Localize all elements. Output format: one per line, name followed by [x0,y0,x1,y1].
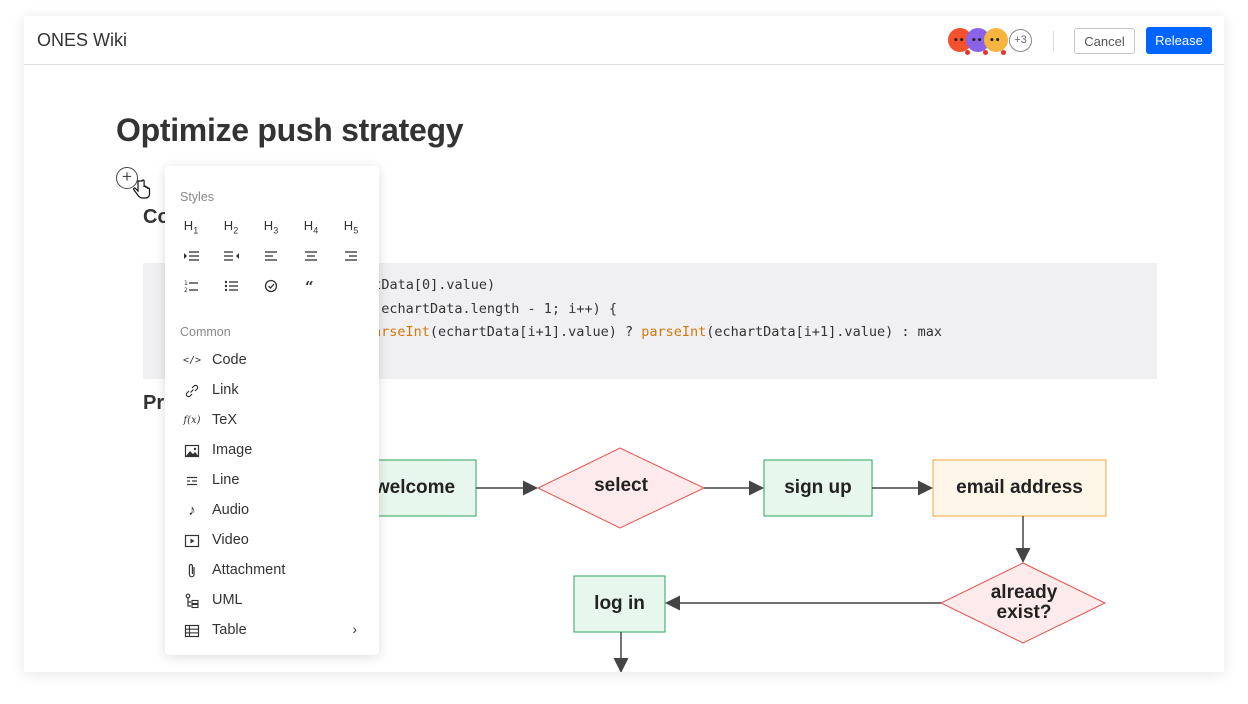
menu-item-label: Attachment [212,562,286,578]
flow-node-sign-up[interactable] [763,459,873,517]
menu-item-audio[interactable]: ♪ Audio [165,496,379,526]
link-icon [185,384,199,398]
avatar[interactable]: •• [984,28,1008,55]
flow-node-select[interactable] [536,447,706,529]
section-heading[interactable]: Pr [143,392,165,414]
collaborator-avatars[interactable]: •• •• •• +3 [946,28,1036,55]
indent-icon[interactable] [178,245,204,267]
menu-item-label: Image [212,442,253,458]
common-section-label: Common [180,325,231,339]
more-collaborators-badge[interactable]: +3 [1009,29,1032,52]
video-icon [184,534,200,548]
styles-section-label: Styles [180,190,215,204]
code-line: artData[0].value) [357,277,496,293]
flow-label: sign up [784,477,852,498]
audio-icon: ♪ [188,502,196,519]
heading-1-button[interactable]: H1 [183,218,199,236]
flow-label: email address [956,477,1083,498]
flow-node-log-in[interactable] [573,575,666,633]
avatar-face: •• [953,36,965,46]
app-title: ONES Wiki [37,30,127,50]
heading-2-button[interactable]: H2 [223,218,239,236]
tex-icon: f(x) [183,415,201,426]
code-icon: </> [183,355,202,366]
release-button[interactable]: Release [1146,27,1212,54]
menu-item-attachment[interactable]: Attachment [165,556,379,586]
outdent-icon[interactable] [218,245,244,267]
online-dot [965,50,970,55]
code-line: arseInt(echartData[i+1].value) ? parseIn… [373,324,942,340]
menu-item-label: Link [212,382,239,398]
heading-5-button[interactable]: H5 [343,218,359,236]
hand-cursor-icon [133,179,151,199]
flow-label: welcome [374,477,456,498]
ordered-list-icon[interactable]: 12 [178,275,204,297]
flow-node-email-address[interactable] [932,459,1107,517]
flowchart-diagram [353,447,1107,672]
flow-label: select [594,475,648,496]
menu-item-label: Table [212,622,247,638]
align-right-icon[interactable] [338,245,364,267]
task-list-icon[interactable] [258,275,284,297]
flow-node-already-exist[interactable] [939,562,1107,644]
app-window: ONES Wiki •• •• •• +3 Cancel Release Opt… [24,16,1224,672]
add-block-button[interactable]: + [116,167,138,189]
chevron-right-icon: › [352,621,357,637]
online-dot [983,50,988,55]
flow-label: already exist? [990,582,1058,623]
menu-item-label: UML [212,592,243,608]
attachment-icon [188,563,195,578]
menu-item-line[interactable]: Line [165,466,379,496]
avatar-face: •• [971,36,983,46]
menu-item-code[interactable]: </> Code [165,346,379,376]
svg-text:“: “ [305,278,314,296]
avatar-face: •• [989,36,1001,46]
online-dot [1001,50,1006,55]
menu-item-label: Code [212,352,247,368]
menu-item-link[interactable]: Link [165,376,379,406]
section-heading[interactable]: Co [143,206,170,228]
top-bar: ONES Wiki •• •• •• +3 Cancel Release [24,16,1224,65]
cancel-button[interactable]: Cancel [1074,28,1135,54]
uml-icon [185,593,199,609]
menu-item-label: Audio [212,502,250,518]
bullet-list-icon[interactable] [218,275,244,297]
image-icon [184,444,200,458]
page-title[interactable]: Optimize push strategy [116,112,464,148]
flow-label: log in [594,593,645,614]
table-icon [184,624,200,638]
align-center-icon[interactable] [298,245,324,267]
menu-item-uml[interactable]: UML [165,586,379,616]
heading-4-button[interactable]: H4 [303,218,319,236]
menu-item-label: TeX [212,412,237,428]
menu-item-tex[interactable]: f(x) TeX [165,406,379,436]
menu-item-label: Video [212,532,249,548]
quote-icon[interactable]: “ [298,275,324,297]
align-left-icon[interactable] [258,245,284,267]
svg-text:2: 2 [184,287,188,294]
heading-3-button[interactable]: H3 [263,218,279,236]
svg-text:1: 1 [184,280,188,287]
divider [1053,31,1054,51]
menu-item-table[interactable]: Table › [165,616,379,646]
menu-item-label: Line [212,472,240,488]
menu-item-image[interactable]: Image [165,436,379,466]
menu-item-video[interactable]: Video [165,526,379,556]
line-icon [187,476,197,486]
